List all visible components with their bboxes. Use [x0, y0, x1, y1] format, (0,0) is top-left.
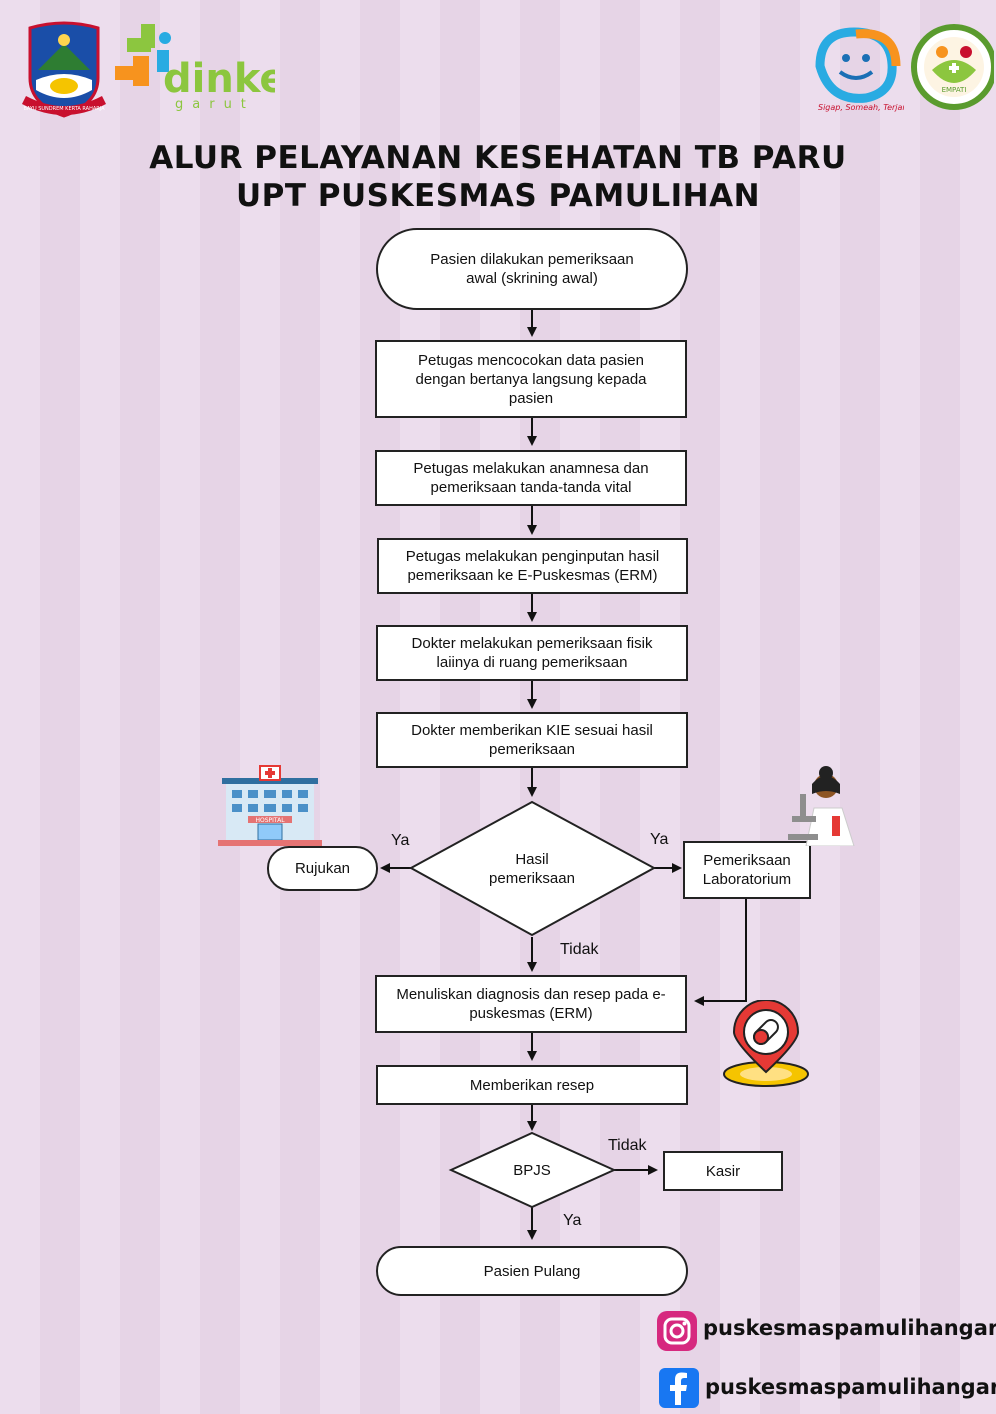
step-kie: Dokter memberikan KIE sesuai hasil pemer…	[376, 712, 688, 768]
step-input-erm: Petugas melakukan penginputan hasil peme…	[377, 538, 688, 594]
arrow-lab-to-diagnosis	[694, 899, 747, 1006]
pill-location-icon	[722, 1000, 812, 1088]
svg-text:garut: garut	[175, 97, 255, 112]
sigap-smile-logo: Sigap, Someah, Terjangkau	[810, 26, 904, 112]
step-pemeriksaan-fisik: Dokter melakukan pemeriksaan fisik laiin…	[376, 625, 688, 681]
svg-text:HOSPITAL: HOSPITAL	[255, 817, 285, 824]
label-ya-right: Ya	[650, 831, 669, 848]
arrows	[380, 309, 747, 1240]
decision-bpjs-label: BPJS	[513, 1162, 551, 1179]
step-end: Pasien Pulang	[376, 1246, 688, 1296]
doctor-microscope-icon	[784, 764, 858, 846]
dinkes-logo: dinkes garut	[113, 22, 275, 112]
svg-text:EMPATI: EMPATI	[942, 86, 967, 94]
node-rujukan: Rujukan	[267, 846, 378, 891]
label-tidak-down: Tidak	[560, 941, 599, 958]
label-ya-left: Ya	[391, 832, 410, 849]
svg-text:BAYU SUNDREM KERTA RAHARJA: BAYU SUNDREM KERTA RAHARJA	[23, 106, 105, 112]
node-pemeriksaan-laboratorium: Pemeriksaan Laboratorium	[683, 841, 811, 899]
page-title-line1: ALUR PELAYANAN KESEHATAN TB PARU	[149, 140, 847, 176]
svg-text:Sigap, Someah, Terjangkau: Sigap, Someah, Terjangkau	[818, 103, 904, 112]
decision-hasil-shape	[408, 800, 657, 937]
decision-hasil-label: Hasil pemeriksaan	[489, 851, 575, 887]
decision-bpjs-shape	[448, 1131, 617, 1209]
upt-empati-logo: EMPATI	[908, 20, 994, 114]
step-match-data: Petugas mencocokan data pasien dengan be…	[375, 340, 687, 418]
page-title-line2: UPT PUSKESMAS PAMULIHAN	[235, 178, 761, 214]
label-ya-bpjs: Ya	[563, 1212, 582, 1229]
step-start: Pasien dilakukan pemeriksaan awal (skrin…	[376, 228, 688, 310]
facebook-icon[interactable]	[658, 1367, 700, 1409]
step-anamnesa: Petugas melakukan anamnesa dan pemeriksa…	[375, 450, 687, 506]
instagram-icon[interactable]	[656, 1310, 698, 1352]
step-diagnosis-resep: Menuliskan diagnosis dan resep pada e-pu…	[375, 975, 687, 1033]
node-kasir: Kasir	[663, 1151, 783, 1191]
label-tidak-bpjs: Tidak	[608, 1137, 647, 1154]
step-memberikan-resep: Memberikan resep	[376, 1065, 688, 1105]
hospital-icon: HOSPITAL	[218, 764, 322, 846]
svg-text:dinkes: dinkes	[163, 56, 275, 102]
instagram-handle[interactable]: puskesmaspamulihangarut	[703, 1316, 996, 1340]
facebook-handle[interactable]: puskesmaspamulihangarut	[705, 1375, 996, 1399]
garut-regency-logo: BAYU SUNDREM KERTA RAHARJA	[18, 20, 110, 120]
